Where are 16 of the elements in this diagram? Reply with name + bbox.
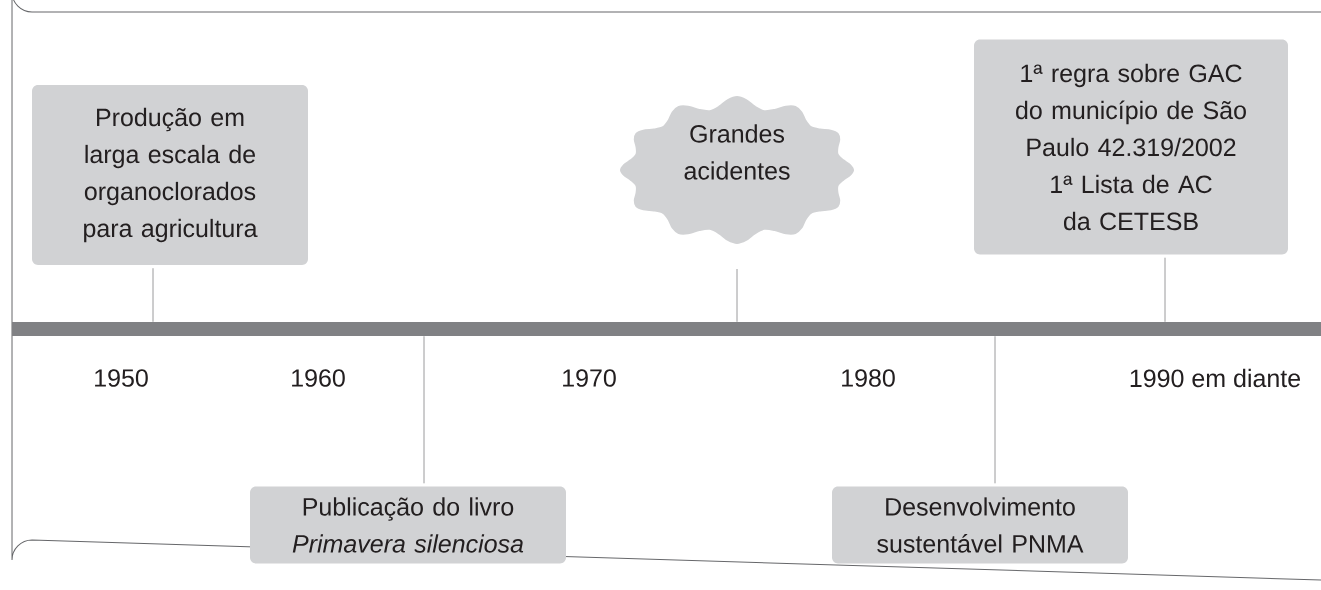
event-box: Publicação do livro Primavera silenciosa <box>250 486 566 564</box>
year-label: 1990 em diante <box>1130 368 1301 388</box>
year-label: 1950 <box>95 369 148 387</box>
leader-line <box>152 267 154 323</box>
year-label: 1970 <box>563 369 616 387</box>
leader-line <box>1164 257 1166 323</box>
year-label: 1980 <box>842 369 895 387</box>
event-box: 1ª regra sobre GAC do município de São Paulo 42.319/2002 1ª Lista de AC da CETESB <box>974 39 1288 255</box>
wavy-badge: Grandes acidentes <box>618 94 856 246</box>
leader-line <box>736 268 738 323</box>
timeline-bar <box>12 322 1321 336</box>
event-box: Produção em larga escala de organoclorados para agricultura <box>32 85 308 265</box>
leader-line <box>423 335 425 484</box>
leader-line <box>994 335 996 484</box>
year-label: 1960 <box>292 369 345 387</box>
event-box: Desenvolvimento sustentável PNMA <box>832 486 1128 564</box>
